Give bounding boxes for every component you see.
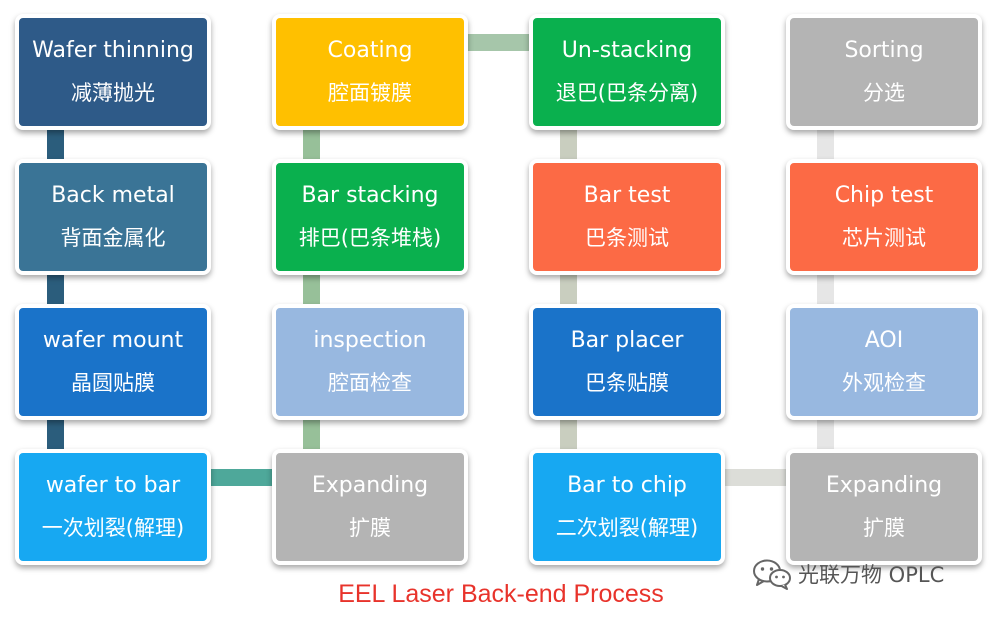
step-un-stacking: Un-stacking 退巴(巴条分离) xyxy=(529,14,725,130)
step-wafer-to-bar: wafer to bar 一次划裂(解理) xyxy=(15,449,211,565)
step-label-en: inspection xyxy=(313,328,427,353)
step-expanding-1: Expanding 扩膜 xyxy=(272,449,468,565)
wechat-icon xyxy=(753,559,791,590)
step-back-metal: Back metal 背面金属化 xyxy=(15,159,211,275)
step-label-zh: 扩膜 xyxy=(863,516,905,540)
step-label-en: Wafer thinning xyxy=(32,38,194,63)
step-label-zh: 晶圆贴膜 xyxy=(71,371,155,395)
step-label-zh: 背面金属化 xyxy=(60,226,166,250)
step-label-zh: 一次划裂(解理) xyxy=(41,516,185,540)
step-label-en: Back metal xyxy=(51,183,175,208)
step-label-zh: 扩膜 xyxy=(349,516,391,540)
step-coating: Coating 腔面镀膜 xyxy=(272,14,468,130)
diagram-caption: EEL Laser Back-end Process xyxy=(338,580,664,608)
step-label-zh: 外观检查 xyxy=(842,371,926,395)
link-barchip-to-expanding xyxy=(714,469,804,486)
step-inspection: inspection 腔面检查 xyxy=(272,304,468,420)
step-label-en: Expanding xyxy=(311,473,429,498)
step-label-en: Bar placer xyxy=(570,328,684,353)
step-label-zh: 减薄抛光 xyxy=(71,81,155,105)
step-label-zh: 腔面镀膜 xyxy=(328,81,412,105)
step-wafer-thinning: Wafer thinning 减薄抛光 xyxy=(15,14,211,130)
step-wafer-mount: wafer mount 晶圆贴膜 xyxy=(15,304,211,420)
step-label-en: Bar stacking xyxy=(301,183,439,208)
step-label-zh: 巴条贴膜 xyxy=(585,371,669,395)
link-wafer-to-expanding xyxy=(200,469,290,486)
step-bar-test: Bar test 巴条测试 xyxy=(529,159,725,275)
step-label-en: Sorting xyxy=(844,38,924,63)
step-label-zh: 腔面检查 xyxy=(328,371,412,395)
step-aoi: AOI 外观检查 xyxy=(786,304,982,420)
step-label-en: Bar test xyxy=(583,183,671,208)
step-label-zh: 分选 xyxy=(863,81,905,105)
step-chip-test: Chip test 芯片测试 xyxy=(786,159,982,275)
step-expanding-2: Expanding 扩膜 xyxy=(786,449,982,565)
step-label-zh: 巴条测试 xyxy=(585,226,669,250)
step-bar-placer: Bar placer 巴条贴膜 xyxy=(529,304,725,420)
step-bar-stacking: Bar stacking 排巴(巴条堆栈) xyxy=(272,159,468,275)
step-label-en: Coating xyxy=(327,38,413,63)
step-label-zh: 排巴(巴条堆栈) xyxy=(298,226,442,250)
step-label-en: AOI xyxy=(864,328,904,353)
step-bar-to-chip: Bar to chip 二次划裂(解理) xyxy=(529,449,725,565)
link-coating-to-unstacking xyxy=(457,34,547,51)
step-label-en: wafer to bar xyxy=(45,473,181,498)
step-label-zh: 退巴(巴条分离) xyxy=(555,81,699,105)
step-label-zh: 芯片测试 xyxy=(842,226,926,250)
step-label-en: Bar to chip xyxy=(567,473,687,498)
step-label-en: wafer mount xyxy=(42,328,184,353)
watermark-text: 光联万物 OPLC xyxy=(798,563,945,587)
step-sorting: Sorting 分选 xyxy=(786,14,982,130)
step-label-en: Un-stacking xyxy=(561,38,693,63)
step-label-en: Expanding xyxy=(825,473,943,498)
watermark: 光联万物 OPLC xyxy=(752,556,944,592)
step-label-en: Chip test xyxy=(834,183,934,208)
step-label-zh: 二次划裂(解理) xyxy=(555,516,699,540)
